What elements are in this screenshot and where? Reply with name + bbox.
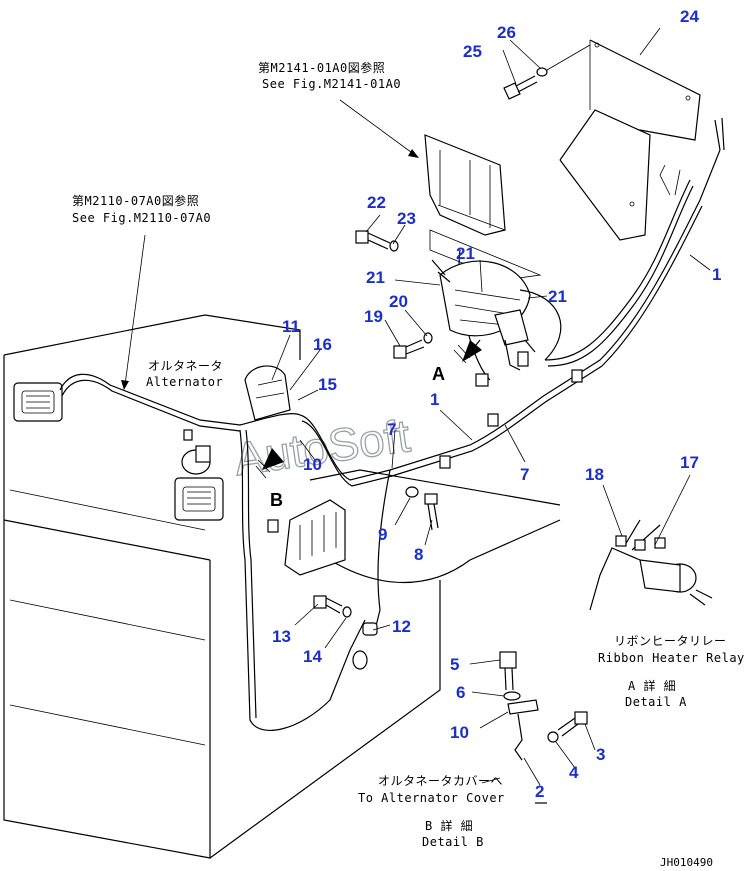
- bolt-22: [355, 230, 399, 252]
- detail-a-jp: A 詳 細: [628, 678, 676, 693]
- callout-8: 8: [414, 545, 423, 564]
- callout-7-left: 7: [387, 420, 396, 439]
- callout-14: 14: [303, 647, 322, 666]
- callout-21-top: 21: [456, 244, 475, 263]
- callout-21-right: 21: [548, 287, 567, 306]
- callout-25: 25: [463, 42, 482, 61]
- callout-2: 2: [535, 782, 544, 801]
- relay-label-jp: リボンヒータリレー: [614, 634, 727, 648]
- lamp-unit-left: [13, 382, 63, 422]
- wiring-harness: [59, 117, 725, 731]
- alternator: [244, 365, 346, 576]
- alternator-label-jp: オルタネータ: [148, 359, 223, 373]
- bolt-25: [503, 44, 591, 100]
- relay-label-en: Ribbon Heater Relay: [598, 651, 745, 665]
- callout-11: 11: [282, 317, 300, 336]
- callout-4: 4: [569, 763, 579, 782]
- detail-b-parts: [499, 651, 588, 761]
- view-label-b: B: [270, 490, 283, 510]
- ref-arrowhead-m2141: [408, 149, 419, 158]
- callout-5: 5: [450, 655, 459, 674]
- callout-23: 23: [397, 209, 416, 228]
- callout-3: 3: [596, 745, 605, 764]
- callout-17: 17: [680, 453, 699, 472]
- callout-20: 20: [389, 292, 408, 311]
- ribbon-heater-relay: [589, 519, 713, 611]
- detail-b-en: Detail B: [422, 835, 484, 849]
- callout-6: 6: [456, 683, 465, 702]
- bolt-19: [393, 332, 433, 359]
- cover-label-en: To Alternator Cover: [358, 791, 505, 805]
- relay-bracket: [431, 259, 562, 371]
- view-label-a: A: [432, 364, 445, 384]
- ref-arrow-m2141: [339, 99, 416, 156]
- lamp-unit-center: [174, 445, 224, 521]
- callout-12: 12: [392, 617, 411, 636]
- callout-22: 22: [367, 193, 386, 212]
- callout-13: 13: [272, 627, 291, 646]
- mount-bracket: [424, 134, 542, 281]
- engine-block: [3, 314, 561, 859]
- ref-arrowhead-m2110: [121, 380, 129, 390]
- callout-15: 15: [318, 375, 337, 394]
- callout-1-center: 1: [430, 390, 439, 409]
- ref-arrow-m2110: [124, 234, 146, 386]
- callout-1-right: 1: [712, 265, 721, 284]
- callout-7-right: 7: [520, 465, 529, 484]
- callout-10-upper: 10: [303, 455, 322, 474]
- callout-16: 16: [313, 335, 332, 354]
- ref-m2110-en: See Fig.M2110-07A0: [72, 211, 211, 225]
- ref-m2141-en: See Fig.M2141-01A0: [262, 77, 401, 91]
- harness-clamps: [183, 351, 583, 670]
- leader-lines: [271, 27, 711, 786]
- callout-9: 9: [378, 525, 387, 544]
- alternator-label-en: Alternator: [146, 375, 223, 389]
- view-arrow-b: [255, 448, 284, 479]
- drawing-code: JH010490: [660, 856, 713, 869]
- ref-m2110-jp: 第M2110-07A0図参照: [72, 193, 199, 208]
- callout-10-lower: 10: [450, 723, 469, 742]
- detail-a-en: Detail A: [625, 695, 687, 709]
- detail-b-jp: B 詳 細: [425, 818, 473, 833]
- cover-bracket-24: [559, 39, 701, 241]
- callout-26: 26: [497, 23, 516, 42]
- ref-m2141-jp: 第M2141-01A0図参照: [258, 60, 385, 75]
- bolt-13: [313, 595, 352, 618]
- callout-19: 19: [364, 307, 383, 326]
- view-arrow-a: [453, 339, 482, 364]
- bolt-8: [405, 486, 439, 531]
- callout-21-left: 21: [366, 268, 385, 287]
- callout-24: 24: [680, 7, 699, 26]
- callout-18: 18: [585, 465, 604, 484]
- cover-label-jp: オルタネータカバーへ: [378, 774, 503, 788]
